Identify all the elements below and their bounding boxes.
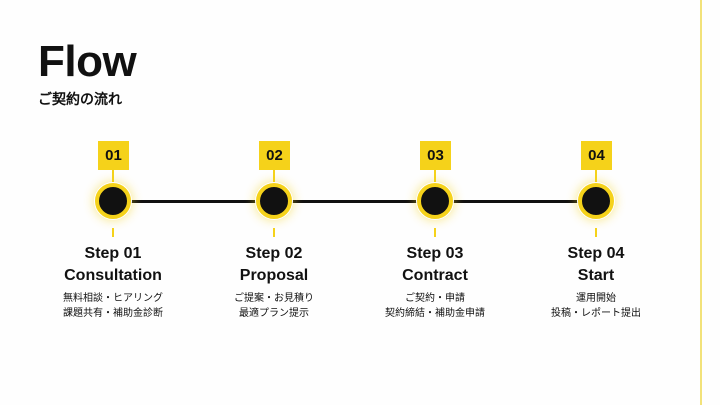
step-description-line-1: 無料相談・ヒアリング — [63, 293, 163, 304]
step-label: Step 02 — [245, 245, 303, 262]
step-node — [578, 183, 614, 219]
step-number-badge: 03 — [420, 141, 451, 170]
step-1: 01 Step 01 Consultation 無料相談・ヒアリング 課題共有・… — [38, 0, 188, 405]
badge-connector — [595, 170, 597, 184]
node-tick — [112, 228, 114, 237]
step-name: Consultation — [64, 267, 162, 284]
right-edge-line — [700, 0, 702, 405]
badge-connector — [112, 170, 114, 184]
step-label: Step 04 — [567, 245, 625, 262]
page-subtitle: ご契約の流れ — [38, 92, 122, 108]
step-node — [417, 183, 453, 219]
step-description-line-1: ご契約・申請 — [405, 293, 465, 304]
step-name: Contract — [402, 267, 468, 284]
badge-connector — [434, 170, 436, 184]
page-title: Flow — [38, 37, 137, 86]
step-description-line-2: 契約締結・補助金申請 — [385, 308, 485, 319]
step-name: Start — [577, 267, 615, 284]
timeline-line — [112, 200, 597, 203]
step-number-badge: 01 — [98, 141, 129, 170]
step-description-line-2: 課題共有・補助金診断 — [63, 308, 163, 319]
step-description-line-2: 最適プラン提示 — [239, 308, 309, 319]
step-description-line-2: 投稿・レポート提出 — [551, 308, 641, 319]
step-4: 04 Step 04 Start 運用開始 投稿・レポート提出 — [521, 0, 671, 405]
step-number-badge: 04 — [581, 141, 612, 170]
step-3: 03 Step 03 Contract ご契約・申請 契約締結・補助金申請 — [360, 0, 510, 405]
node-tick — [273, 228, 275, 237]
step-2: 02 Step 02 Proposal ご提案・お見積り 最適プラン提示 — [199, 0, 349, 405]
step-label: Step 03 — [406, 245, 464, 262]
node-tick — [434, 228, 436, 237]
step-name: Proposal — [239, 267, 309, 284]
node-tick — [595, 228, 597, 237]
step-label: Step 01 — [84, 245, 142, 262]
step-node — [256, 183, 292, 219]
step-description-line-1: ご提案・お見積り — [234, 293, 314, 304]
badge-connector — [273, 170, 275, 184]
step-node — [95, 183, 131, 219]
step-number-badge: 02 — [259, 141, 290, 170]
step-description-line-1: 運用開始 — [576, 293, 616, 304]
